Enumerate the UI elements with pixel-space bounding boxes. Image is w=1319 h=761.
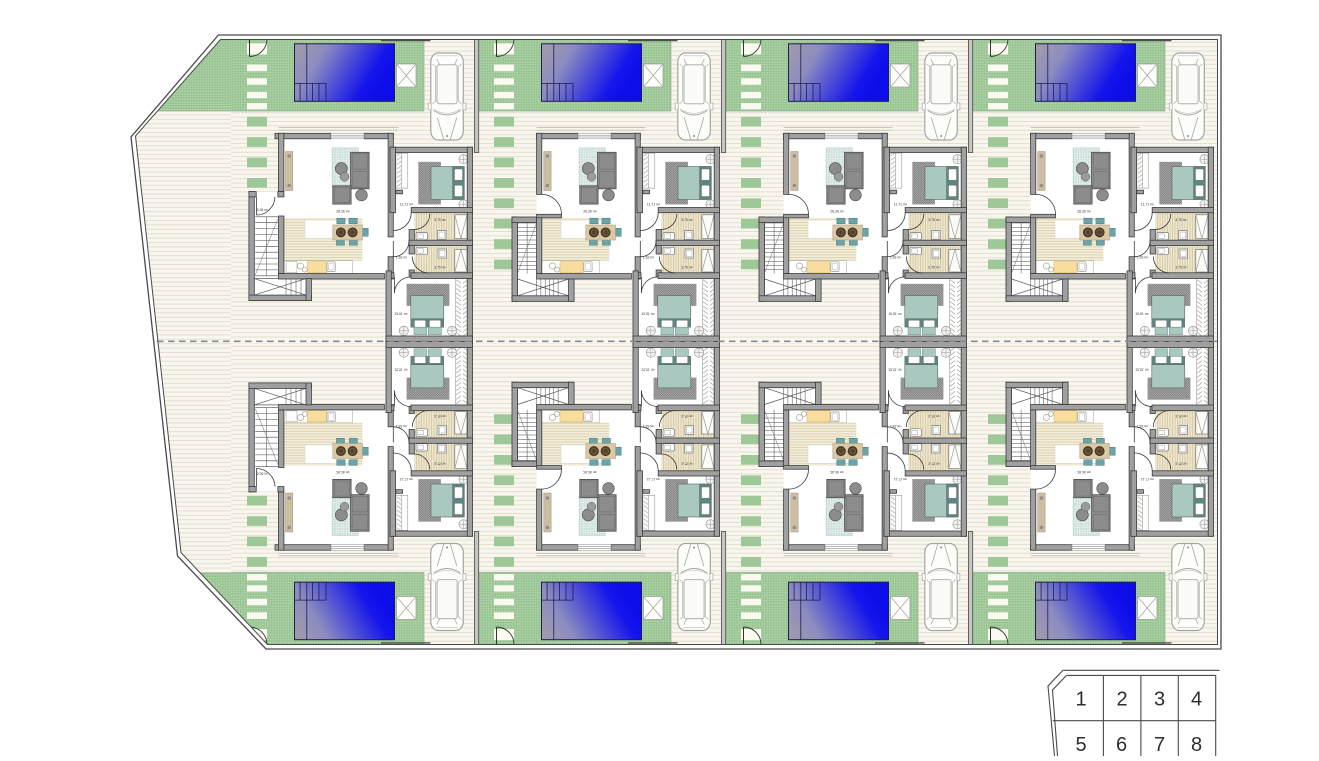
svg-text:5: 5: [1075, 734, 1086, 756]
svg-text:3: 3: [1154, 689, 1165, 711]
svg-text:8: 8: [1191, 734, 1202, 756]
svg-text:2: 2: [1116, 689, 1127, 711]
svg-text:7: 7: [1154, 734, 1165, 756]
svg-text:4: 4: [1191, 689, 1202, 711]
svg-text:6: 6: [1116, 734, 1127, 756]
svg-text:1: 1: [1075, 689, 1086, 711]
